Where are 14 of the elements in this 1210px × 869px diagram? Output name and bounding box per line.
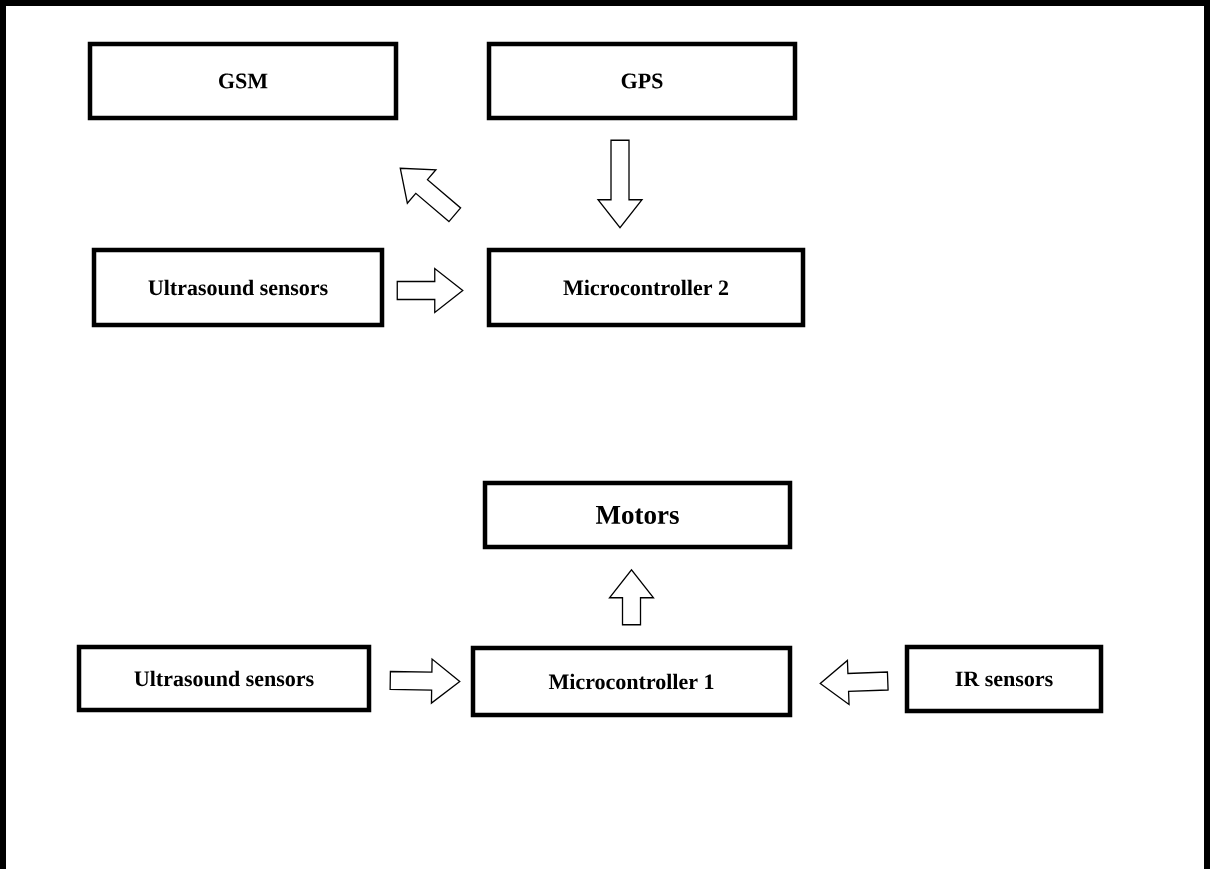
block-arrow: [399, 167, 462, 223]
block-arrow: [396, 267, 464, 314]
block-arrow: [819, 659, 889, 706]
process-box: GPS: [486, 41, 798, 121]
process-box: Ultrasound sensors: [76, 644, 372, 713]
process-box: Microcontroller 2: [486, 247, 806, 328]
process-box: Motors: [482, 480, 793, 550]
block-arrow: [596, 139, 644, 229]
process-box: GSM: [87, 41, 399, 121]
process-box: IR sensors: [904, 644, 1104, 714]
process-box: Ultrasound sensors: [91, 247, 385, 328]
block-arrow: [608, 568, 655, 626]
process-box: Microcontroller 1: [470, 645, 793, 718]
block-arrow: [389, 657, 461, 705]
